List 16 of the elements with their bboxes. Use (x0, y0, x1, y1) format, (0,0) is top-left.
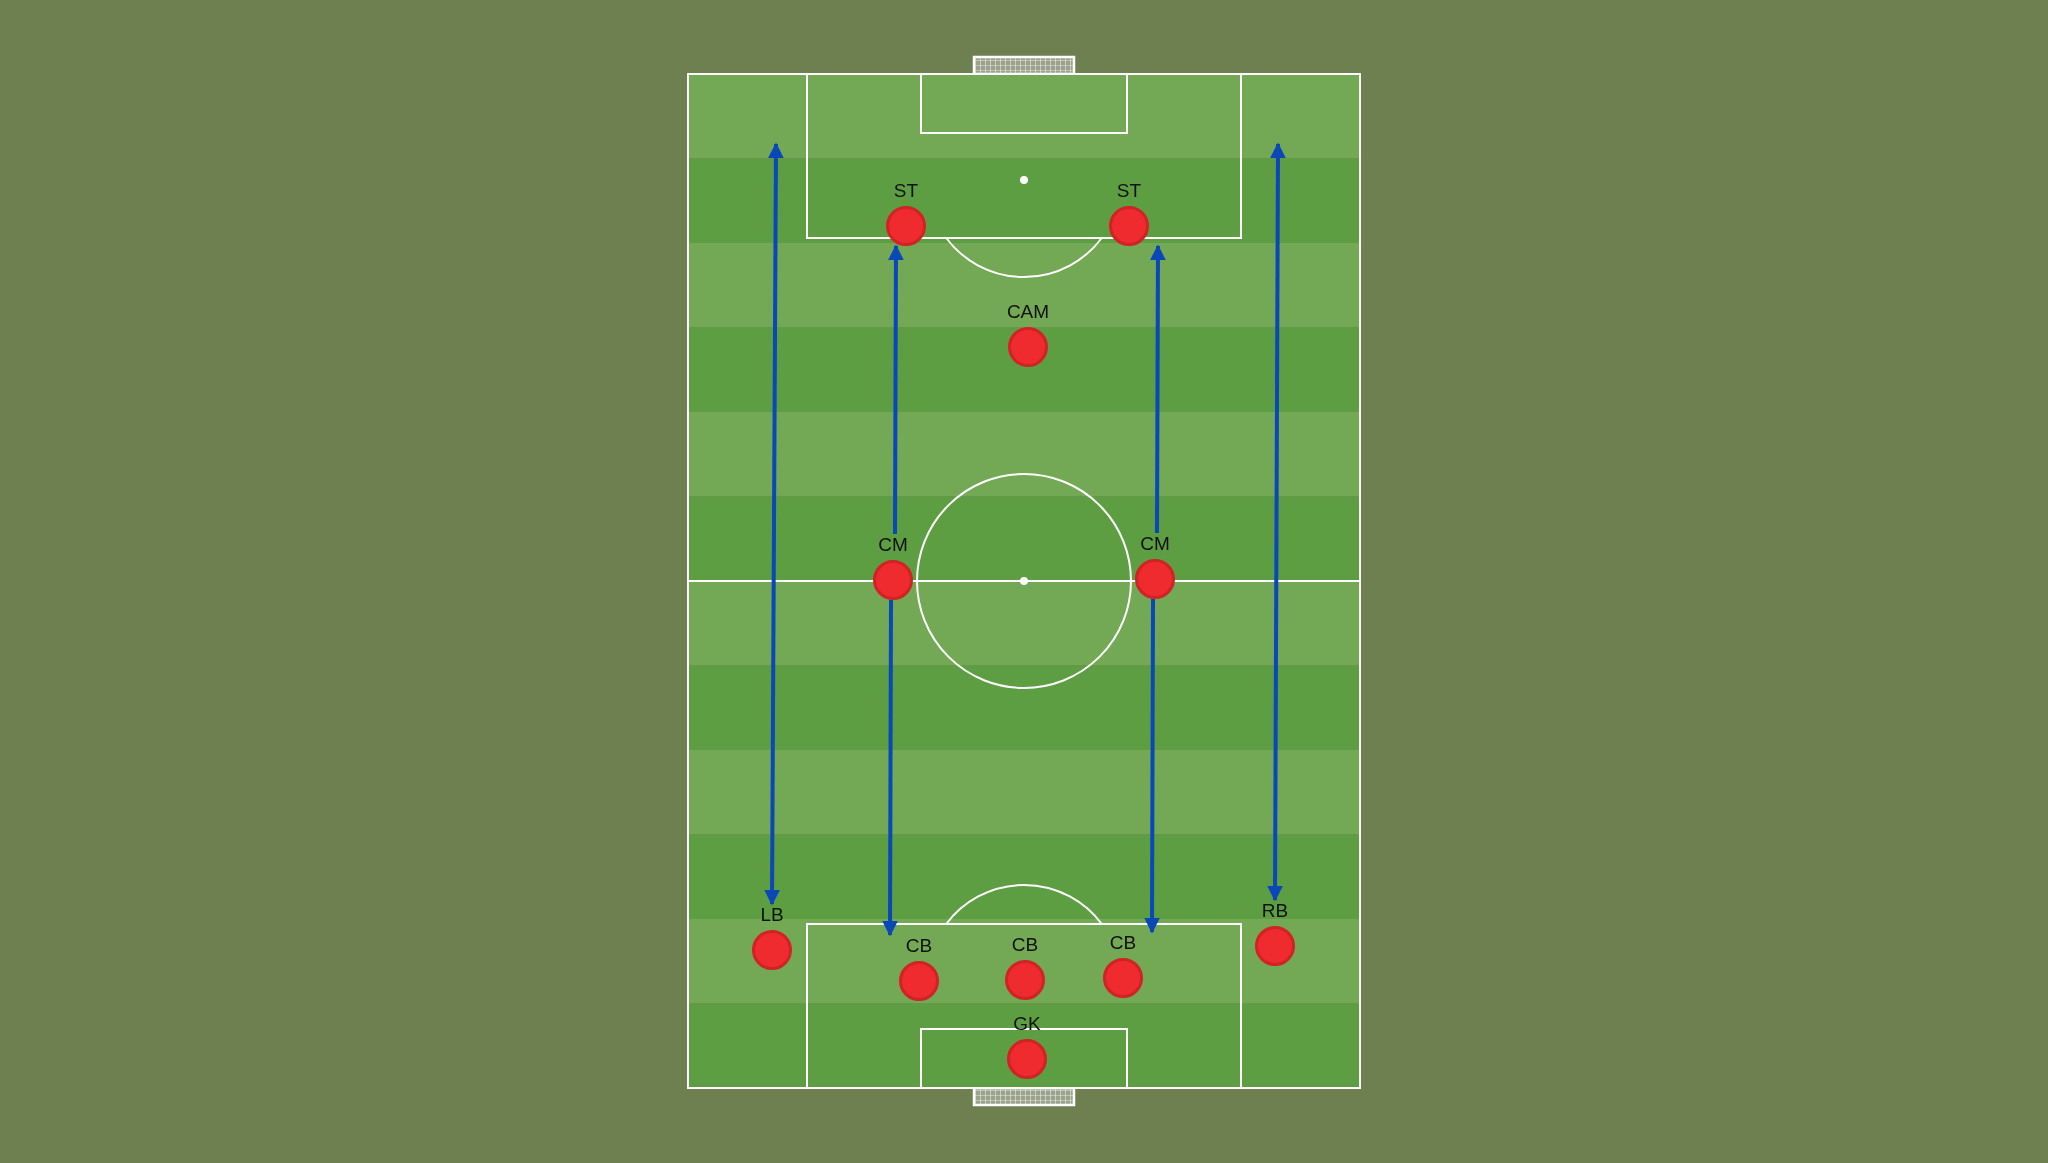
position-label: RB (1260, 900, 1290, 922)
position-label: CAM (1005, 301, 1051, 323)
run-arrow (1149, 244, 1166, 533)
position-label: CM (877, 534, 909, 556)
run-arrow (1267, 142, 1286, 902)
run-arrow (882, 600, 899, 937)
position-label: CB (904, 935, 934, 957)
position-label: LB (759, 904, 785, 926)
position-label: CB (1010, 934, 1040, 956)
run-arrow (1144, 599, 1161, 934)
run-arrow (764, 142, 784, 906)
position-label: ST (1115, 180, 1143, 202)
position-label: ST (892, 180, 920, 202)
position-label: CB (1108, 932, 1138, 954)
run-arrow (887, 244, 904, 534)
position-label: CM (1139, 533, 1171, 555)
